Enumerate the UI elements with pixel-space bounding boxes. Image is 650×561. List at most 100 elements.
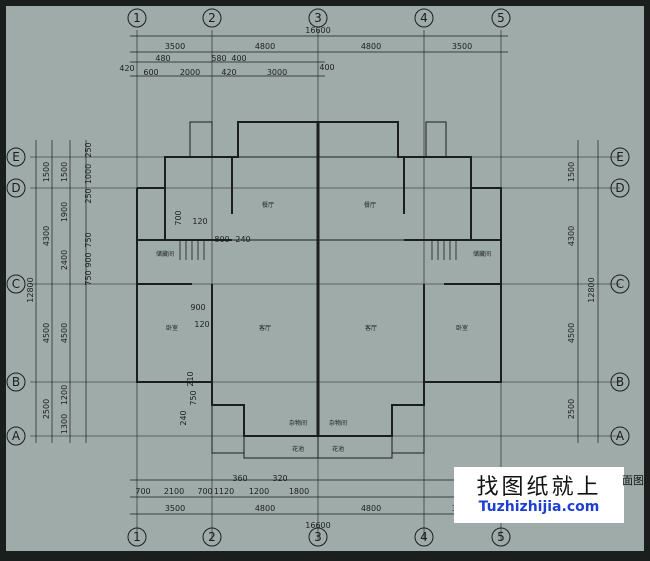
dim-top: 400 xyxy=(231,54,246,63)
room-label-bedroom-right: 卧室 xyxy=(456,324,468,332)
dim-top: 3500 xyxy=(452,42,472,51)
axis-bubble-right-C: C xyxy=(610,274,630,294)
dim-top: 4800 xyxy=(255,42,275,51)
axis-bubble-left-A: A xyxy=(6,426,26,446)
interior-dimensions: 700 120 800 240 900 120 210 750 240 xyxy=(174,210,251,425)
axis-bubble-right-A: A xyxy=(610,426,630,446)
axis-bubble-bottom-4: 4 xyxy=(414,527,434,547)
room-label-living-left: 客厅 xyxy=(259,324,271,332)
axis-bubble-right-B: B xyxy=(610,372,630,392)
axis-bubble-left-D: D xyxy=(6,178,26,198)
axis-bubble-bottom-2: 2 xyxy=(202,527,222,547)
room-label-storage-right: 储藏间 xyxy=(473,250,491,258)
dim-left: 1300 xyxy=(60,414,69,434)
room-label-planter-left: 花池 xyxy=(292,445,304,453)
axis-bubble-left-B: B xyxy=(6,372,26,392)
dim-interior: 240 xyxy=(235,235,250,244)
axis-bubble-bottom-3: 3 xyxy=(308,527,328,547)
stairs xyxy=(179,240,457,260)
axis-bubble-top-1: 1 xyxy=(127,8,147,28)
dim-bottom: 360 xyxy=(232,474,247,483)
axis-lines xyxy=(30,30,620,540)
axis-label: 2 xyxy=(208,11,216,25)
axis-bubble-left-E: E xyxy=(6,147,26,167)
dim-total-right: 12800 xyxy=(587,277,596,302)
axis-bubble-bottom-1: 1 xyxy=(127,527,147,547)
axis-label: B xyxy=(12,375,20,389)
dim-interior: 800 xyxy=(214,235,229,244)
dim-interior: 120 xyxy=(192,217,207,226)
dim-bottom: 4800 xyxy=(361,504,381,513)
dim-top: 480 xyxy=(155,54,170,63)
dimension-lines xyxy=(35,35,599,515)
axis-bubble-left-C: C xyxy=(6,274,26,294)
dim-interior: 750 xyxy=(189,390,198,405)
axis-label: D xyxy=(11,181,20,195)
dim-left: 750 xyxy=(84,232,93,247)
dim-total-bottom: 16600 xyxy=(305,521,330,530)
dim-left: 2400 xyxy=(60,250,69,270)
dim-bottom: 4800 xyxy=(255,504,275,513)
dim-bottom: 1800 xyxy=(289,487,309,496)
room-label-living-right: 客厅 xyxy=(365,324,377,332)
dim-bottom: 2100 xyxy=(164,487,184,496)
dim-left: 1500 xyxy=(42,162,51,182)
axis-bubble-right-D: D xyxy=(610,178,630,198)
room-label-porch-left: 杂物间 xyxy=(289,419,307,427)
axis-label: B xyxy=(616,375,624,389)
dim-left: 250 xyxy=(84,188,93,203)
axis-bubble-bottom-5: 5 xyxy=(491,527,511,547)
watermark-text-cn: 找图纸就上 xyxy=(476,475,602,500)
axis-label: 5 xyxy=(497,530,505,544)
axis-label: 3 xyxy=(314,11,322,25)
dim-left: 4500 xyxy=(42,323,51,343)
terrace-outline xyxy=(189,121,447,459)
dim-top: 400 xyxy=(319,63,334,72)
axis-label: 1 xyxy=(133,530,141,544)
axis-bubble-top-2: 2 xyxy=(202,8,222,28)
dim-bottom: 700 xyxy=(197,487,212,496)
dim-interior: 240 xyxy=(179,410,188,425)
dim-bottom: 700 xyxy=(135,487,150,496)
dim-top: 600 xyxy=(143,68,158,77)
dim-interior: 900 xyxy=(190,303,205,312)
room-label-dining-left: 餐厅 xyxy=(262,201,274,209)
room-label-bedroom-left: 卧室 xyxy=(166,324,178,332)
dim-top: 420 xyxy=(221,68,236,77)
dim-left: 250 xyxy=(84,142,93,157)
axis-label: 3 xyxy=(314,530,322,544)
axis-label: E xyxy=(12,150,20,164)
dim-bottom: 3500 xyxy=(165,504,185,513)
axis-label: D xyxy=(615,181,624,195)
dimension-texts: 16600 3500 4800 4800 3500 480 580 400 40… xyxy=(119,26,472,530)
dim-top: 2000 xyxy=(180,68,200,77)
axis-label: A xyxy=(616,429,625,443)
dim-bottom: 320 xyxy=(272,474,287,483)
dimension-texts-vertical: 12800 1500 4300 4500 2500 250 1500 1000 … xyxy=(26,142,596,434)
dim-interior: 700 xyxy=(174,210,183,225)
axis-label: A xyxy=(12,429,21,443)
dim-top: 420 xyxy=(119,64,134,73)
dim-right: 4500 xyxy=(567,323,576,343)
axis-label: 1 xyxy=(133,11,141,25)
axis-label: 4 xyxy=(420,530,428,544)
axis-label: C xyxy=(12,277,20,291)
room-label-storage-left: 储藏间 xyxy=(156,250,174,258)
dim-left: 1500 xyxy=(60,162,69,182)
dim-left: 900 xyxy=(84,252,93,267)
dim-right: 1500 xyxy=(567,162,576,182)
room-labels: 餐厅 餐厅 储藏间 储藏间 卧室 卧室 客厅 客厅 杂物间 杂物间 花池 花池 xyxy=(156,201,491,453)
room-label-dining-right: 餐厅 xyxy=(364,201,376,209)
watermark-box: 找图纸就上 Tuzhizhijia.com xyxy=(454,467,624,523)
dim-left: 1200 xyxy=(60,385,69,405)
axis-label: 5 xyxy=(497,11,505,25)
axis-label: C xyxy=(616,277,624,291)
axis-bubble-top-3: 3 xyxy=(308,8,328,28)
axis-bubble-top-5: 5 xyxy=(491,8,511,28)
dim-top: 3500 xyxy=(165,42,185,51)
room-label-porch-right: 杂物间 xyxy=(329,419,347,427)
dim-left: 750 xyxy=(84,270,93,285)
dim-interior: 120 xyxy=(194,320,209,329)
dim-right: 4300 xyxy=(567,226,576,246)
